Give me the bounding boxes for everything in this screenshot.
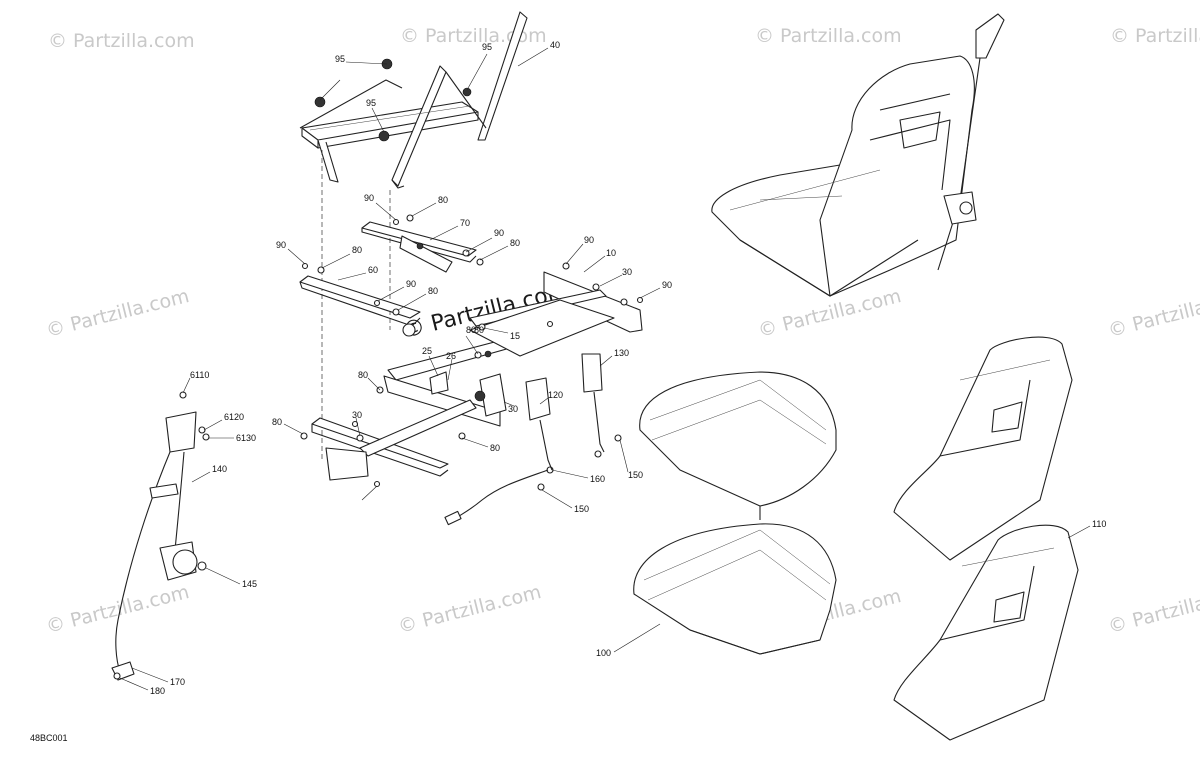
callout-label: 15	[510, 331, 520, 341]
callout-label: 95	[482, 42, 492, 52]
callout-label: 90	[494, 228, 504, 238]
watermark: © Partzilla.com	[755, 25, 902, 47]
callout-label: 40	[550, 40, 560, 50]
callout-label: 120	[548, 390, 563, 400]
callout-label: 140	[212, 464, 227, 474]
lower-seat-frame	[311, 271, 643, 481]
seat-back-cushion	[639, 371, 837, 520]
callout-label: 26	[446, 351, 456, 361]
diagram-code: 48BC001	[30, 733, 68, 743]
callout-label: 95	[366, 98, 376, 108]
seat-rail-60	[299, 275, 421, 327]
upper-seat-frame	[299, 11, 528, 189]
callout-label: 90	[406, 279, 416, 289]
callout-label: 150	[628, 470, 643, 480]
callout-label: 25	[422, 346, 432, 356]
callout-label: 80	[438, 195, 448, 205]
callout-label: 80	[466, 325, 476, 335]
watermark: © Partzilla.com	[400, 25, 547, 47]
callout-label: 80	[272, 417, 282, 427]
buckle-130	[581, 353, 605, 453]
watermark: © Partzilla.com	[1106, 581, 1200, 638]
callout-label: 80	[510, 238, 520, 248]
callout-label: 6120	[224, 412, 244, 422]
buckle-120	[444, 377, 553, 526]
callout-label: 90	[364, 193, 374, 203]
callout-label: 6130	[236, 433, 256, 443]
watermark: © Partzilla.com	[396, 581, 544, 638]
seat-shell-110-upper	[893, 336, 1073, 561]
callout-label: 150	[574, 504, 589, 514]
seat-base-cushion-100	[633, 523, 837, 655]
callout-labels: 95 95 95 40 90 80 70 90 80 90 80 60 90 8…	[150, 40, 1106, 696]
watermark: © Partzilla.com	[48, 30, 195, 52]
callout-label: 100	[596, 648, 611, 658]
callout-label: 80	[474, 325, 484, 335]
callout-label: 6110	[190, 370, 209, 380]
seat-belt-assembly	[111, 391, 210, 681]
callout-label: 30	[508, 404, 518, 414]
callout-label: 170	[170, 677, 185, 687]
callout-label: 90	[276, 240, 286, 250]
watermark: © Partzilla.com	[1110, 25, 1200, 47]
callout-label: 95	[335, 54, 345, 64]
callout-label: 110	[1092, 519, 1106, 529]
callout-label: 60	[368, 265, 378, 275]
callout-label: 30	[622, 267, 632, 277]
callout-label: 80	[428, 286, 438, 296]
callout-label: 130	[614, 348, 629, 358]
callout-label: 145	[242, 579, 257, 589]
seat-rail-70	[361, 221, 477, 273]
leader-lines	[119, 47, 1091, 691]
callout-label: 160	[590, 474, 605, 484]
callout-label: 70	[460, 218, 470, 228]
callout-label: 180	[150, 686, 165, 696]
callout-label: 90	[662, 280, 672, 290]
callout-label: 80	[490, 443, 500, 453]
seat-shell-110-lower	[893, 524, 1079, 741]
watermark: © Partzilla.com	[44, 285, 192, 342]
seat-assembly-full	[711, 13, 1005, 297]
callout-label: 80	[352, 245, 362, 255]
watermark: © Partzilla.com	[1106, 285, 1200, 342]
callout-label: 10	[606, 248, 616, 258]
callout-label: 90	[584, 235, 594, 245]
watermark: © Partzilla.com	[44, 581, 192, 638]
callout-label: 80	[358, 370, 368, 380]
callout-label: 30	[352, 410, 362, 420]
